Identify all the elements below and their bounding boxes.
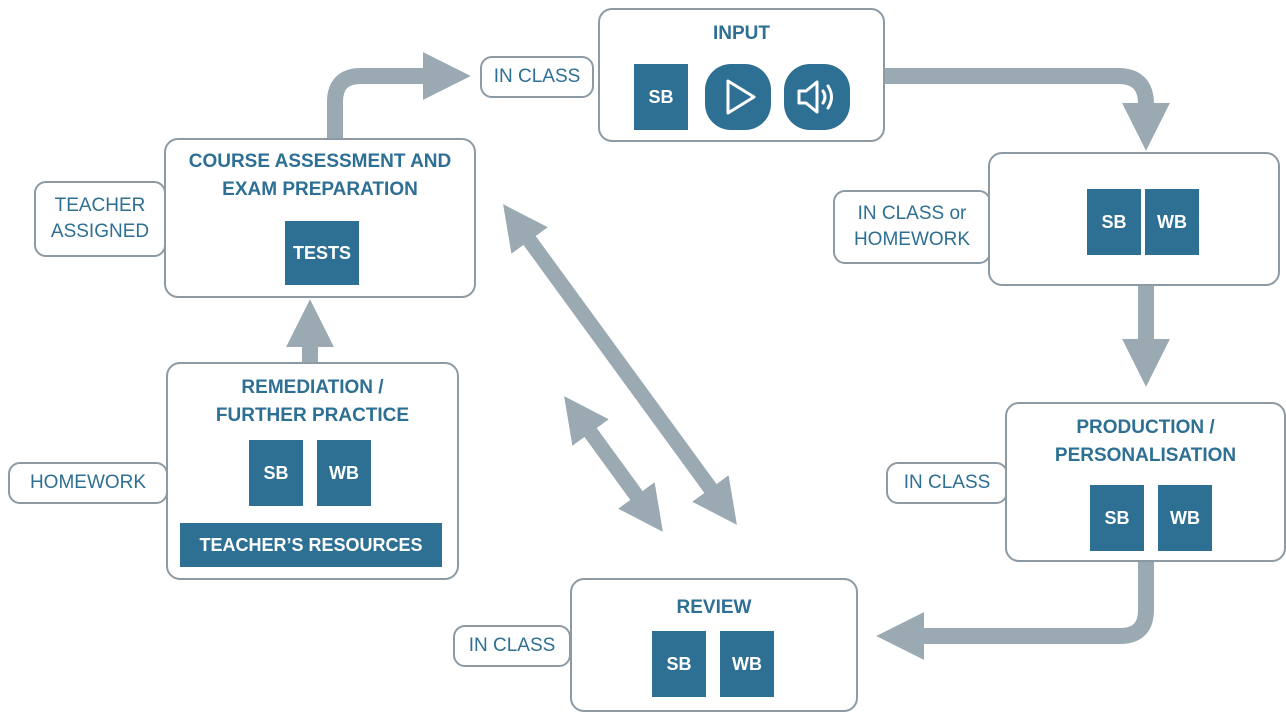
audio-speaker-icon [784,64,850,130]
node-remediation: REMEDIATION / FURTHER PRACTICE SB WB TEA… [166,362,459,580]
sb-tile: SB [652,631,706,697]
video-play-icon [705,64,771,130]
label-review: IN CLASS [453,625,571,667]
node-production: PRODUCTION / PERSONALISATION SB WB [1005,402,1286,562]
teachers-resources-tile: TEACHER’S RESOURCES [180,523,442,567]
arrow-assessment-to-review [512,221,737,525]
label-production: IN CLASS [886,462,1008,504]
label-input: IN CLASS [480,56,594,98]
arrow-remediation-to-review [573,413,663,532]
node-production-title: PRODUCTION / PERSONALISATION [1054,417,1237,466]
wb-tile: WB [720,631,774,697]
arrow-assessment-to-input [327,52,471,138]
node-assessment: COURSE ASSESSMENT AND EXAM PREPARATION T… [164,138,476,298]
node-assessment-title: COURSE ASSESSMENT AND EXAM PREPARATION [188,151,452,200]
node-input-title: INPUT [713,23,770,44]
wb-tile: WB [317,440,371,506]
node-practice: SB WB [988,152,1280,286]
label-assessment: TEACHER ASSIGNED [34,181,166,257]
sb-tile: SB [1087,189,1141,255]
wb-tile: WB [1158,485,1212,551]
node-review-title: REVIEW [676,597,752,618]
node-input: INPUT SB [598,8,885,142]
label-practice: IN CLASS or HOMEWORK [833,190,991,264]
node-remediation-title: REMEDIATION / FURTHER PRACTICE [215,377,410,426]
sb-tile: SB [1090,485,1144,551]
arrow-input-to-practice [885,68,1170,151]
label-remediation: HOMEWORK [8,462,168,504]
node-review: REVIEW SB WB [570,578,858,712]
wb-tile: WB [1145,189,1199,255]
sb-tile: SB [249,440,303,506]
arrow-production-to-review [876,562,1154,660]
sb-tile: SB [634,64,688,130]
tests-tile: TESTS [285,221,359,285]
